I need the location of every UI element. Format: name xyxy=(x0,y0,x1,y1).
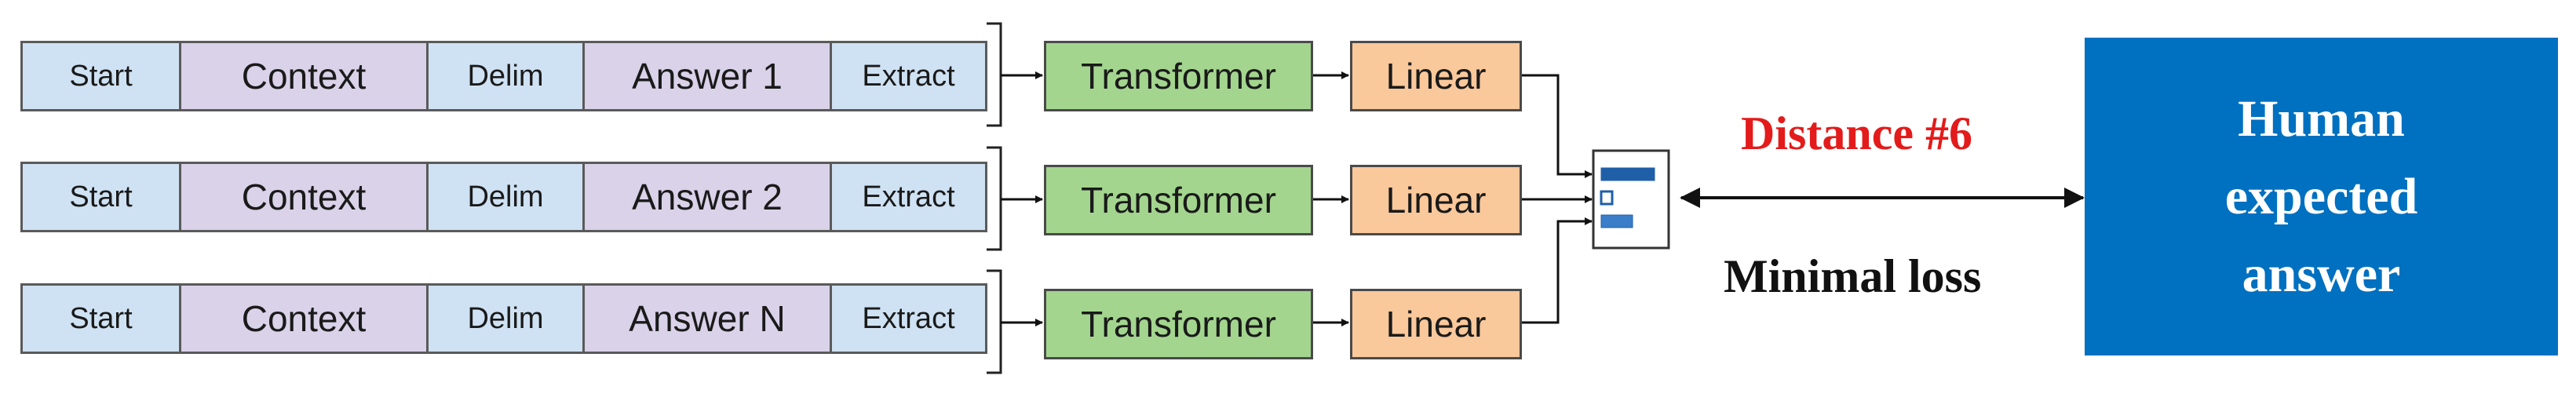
bracket-row-2 xyxy=(987,146,1002,251)
segment-answer: Answer N xyxy=(582,283,832,354)
segment-extract: Extract xyxy=(830,41,987,111)
transformer-box: Transformer xyxy=(1044,165,1313,235)
transformer-box: Transformer xyxy=(1044,289,1313,359)
softmax-bar-3 xyxy=(1600,214,1633,228)
segment-start: Start xyxy=(20,283,181,354)
transformer-box: Transformer xyxy=(1044,41,1313,111)
segment-delim: Delim xyxy=(426,162,585,232)
linear-box: Linear xyxy=(1350,165,1522,235)
segment-extract: Extract xyxy=(830,162,987,232)
segment-start: Start xyxy=(20,162,181,232)
human-answer-line-1: Human xyxy=(2238,90,2405,148)
segment-answer: Answer 2 xyxy=(582,162,832,232)
bracket-row-1 xyxy=(987,22,1002,127)
human-answer-line-3: answer xyxy=(2242,246,2401,303)
segment-start: Start xyxy=(20,41,181,111)
distance-label: Distance #6 xyxy=(1741,108,1972,159)
segment-context: Context xyxy=(179,162,429,232)
loss-label: Minimal loss xyxy=(1724,250,1982,302)
segment-extract: Extract xyxy=(830,283,987,354)
segment-context: Context xyxy=(179,283,429,354)
arrow-to-softmax-1 xyxy=(1520,74,1593,178)
linear-box: Linear xyxy=(1350,289,1522,359)
softmax-bar-2 xyxy=(1600,190,1614,206)
arrow-to-softmax-3 xyxy=(1520,217,1593,324)
human-expected-answer-box: Human expected answer xyxy=(2085,38,2558,355)
segment-answer: Answer 1 xyxy=(582,41,832,111)
linear-box: Linear xyxy=(1350,41,1522,111)
softmax-bar-1 xyxy=(1600,167,1655,181)
segment-delim: Delim xyxy=(426,283,585,354)
segment-delim: Delim xyxy=(426,41,585,111)
human-answer-line-2: expected xyxy=(2224,168,2418,225)
segment-context: Context xyxy=(179,41,429,111)
bracket-row-3 xyxy=(987,269,1002,374)
